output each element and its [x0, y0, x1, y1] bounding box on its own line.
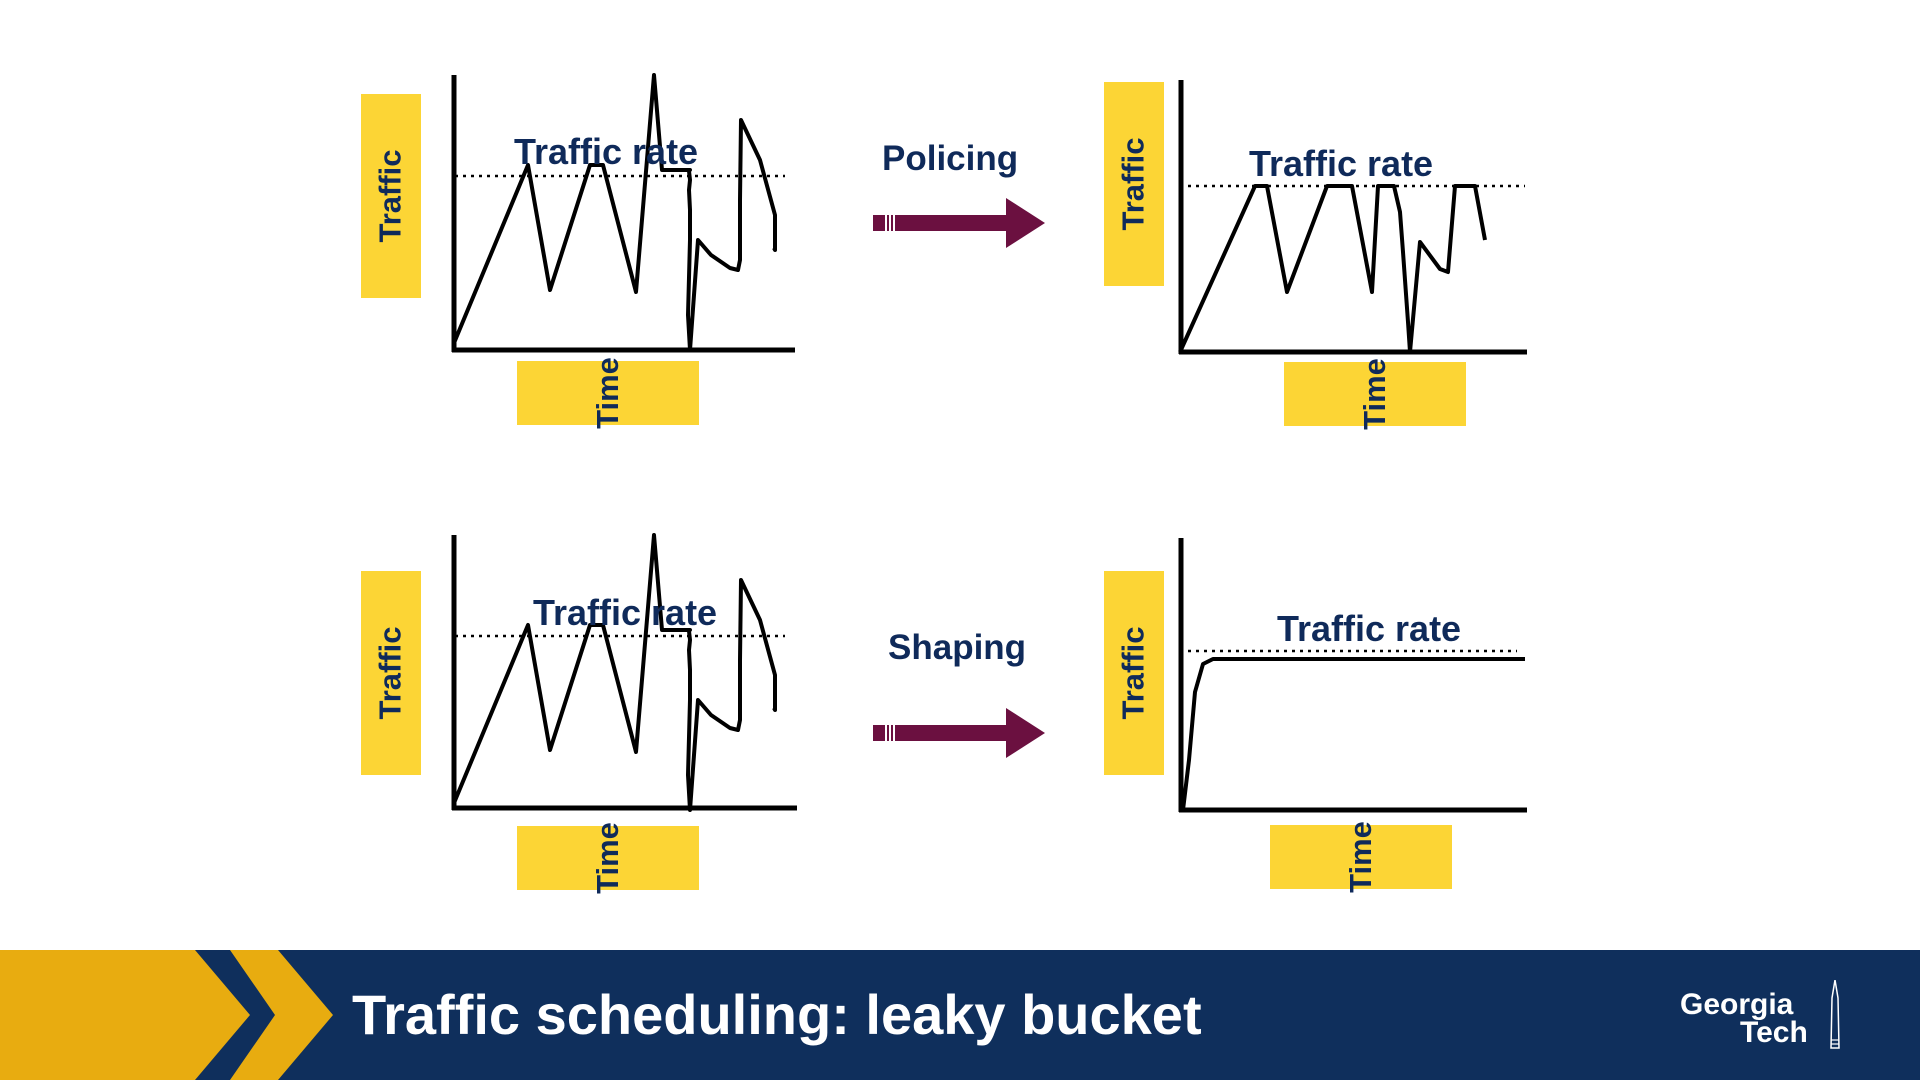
tech-tower-icon — [1830, 980, 1840, 1049]
traffic-curve — [452, 73, 777, 352]
y-axis-label: Traffic — [1116, 137, 1151, 231]
y-axis-tab-original-policing: Traffic — [361, 94, 421, 298]
traffic-chart-original-policing — [451, 73, 795, 353]
right-arrow-icon — [873, 708, 1045, 758]
traffic-curve — [452, 533, 777, 812]
shaping-label: Shaping — [888, 628, 1027, 667]
y-axis-label: Traffic — [1116, 626, 1151, 720]
policing-label: Policing — [882, 139, 1019, 178]
traffic-chart-shaped — [1178, 538, 1527, 813]
x-axis-tab-original-shaping: Time — [517, 822, 699, 894]
georgia-tech-logo: Georgia Tech — [1680, 980, 1840, 1050]
traffic-chart-policed — [1178, 80, 1527, 355]
x-axis-tab-shaped: Time — [1270, 821, 1452, 893]
traffic-chart-original-shaping — [451, 533, 797, 812]
y-axis-label: Traffic — [373, 149, 408, 243]
x-axis-label: Time — [589, 822, 625, 894]
y-axis-tab-policed: Traffic — [1104, 82, 1164, 286]
rate-label-original-shaping: Traffic rate — [533, 592, 718, 633]
right-arrow-icon — [873, 198, 1045, 248]
y-axis-label: Traffic — [373, 626, 408, 720]
footer-band — [0, 950, 1920, 1080]
logo-line-tech: Tech — [1740, 1016, 1808, 1049]
traffic-curve — [1178, 184, 1487, 354]
x-axis-tab-original-policing: Time — [517, 357, 699, 429]
traffic-curve — [1181, 657, 1525, 811]
rate-label-shaped: Traffic rate — [1277, 608, 1462, 649]
slide-title: Traffic scheduling: leaky bucket — [352, 983, 1202, 1046]
rate-label-policed: Traffic rate — [1249, 143, 1434, 184]
x-axis-tab-policed: Time — [1284, 358, 1466, 430]
y-axis-tab-shaped: Traffic — [1104, 571, 1164, 775]
logo-line-georgia: Georgia — [1680, 988, 1794, 1021]
y-axis-tab-original-shaping: Traffic — [361, 571, 421, 775]
rate-label-original-policing: Traffic rate — [514, 131, 699, 172]
